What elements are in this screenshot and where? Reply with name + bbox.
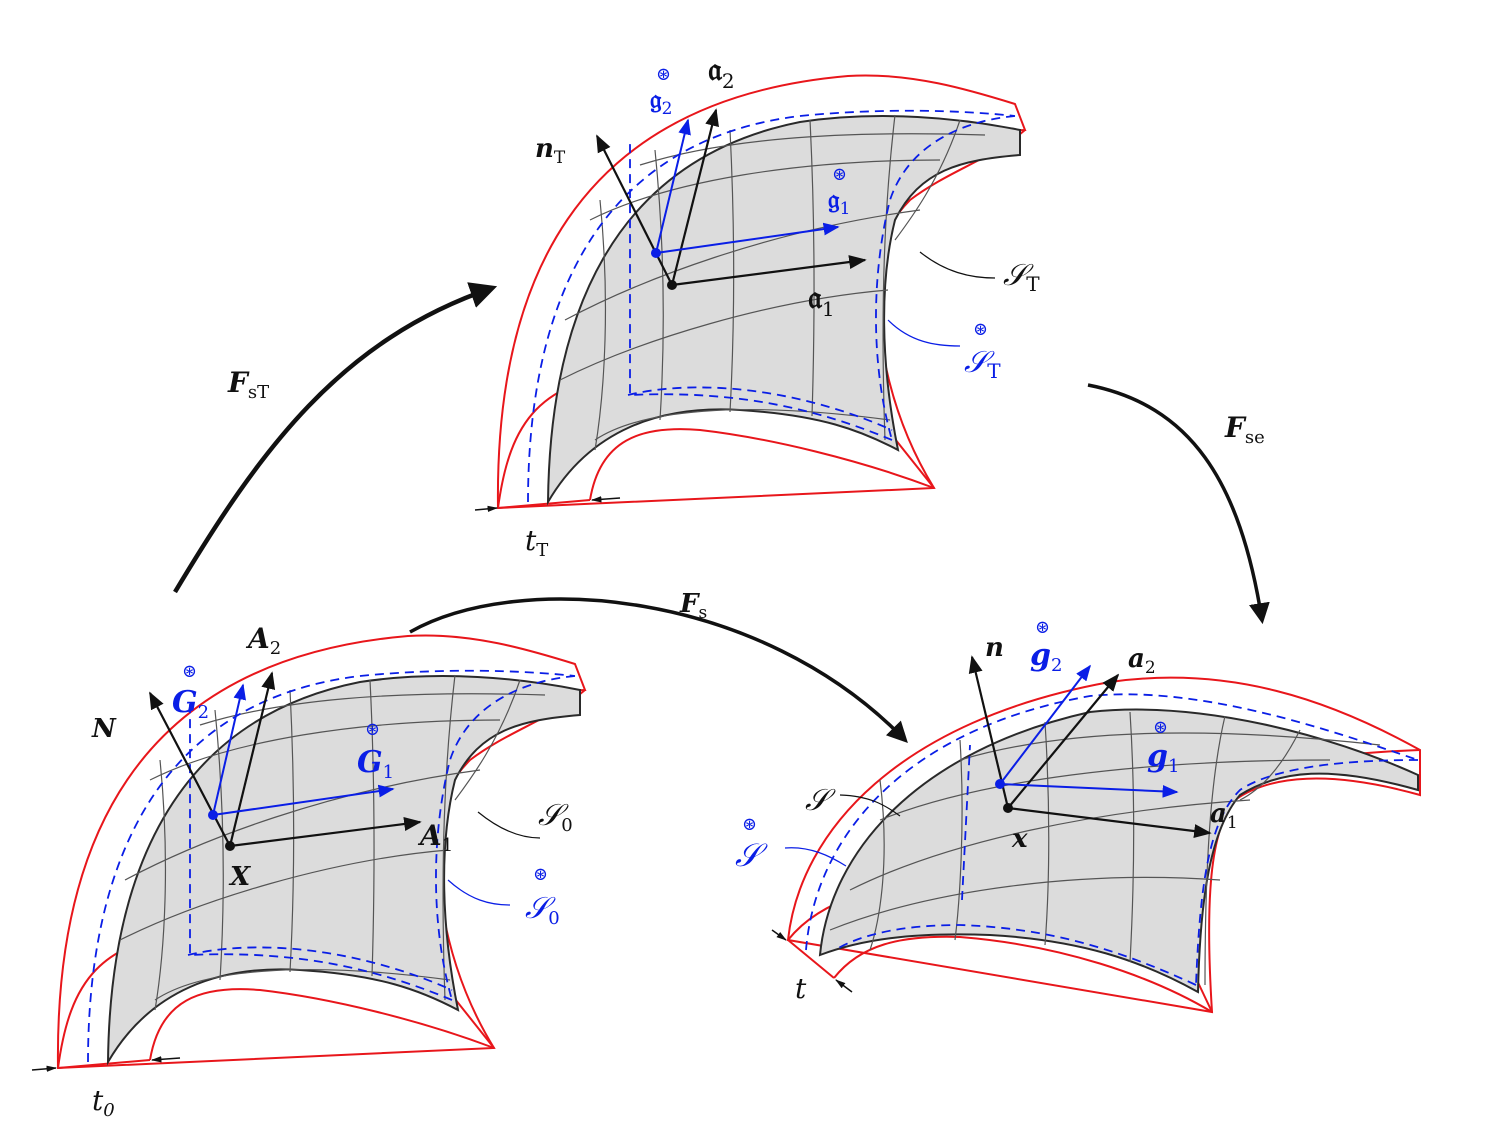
g1-frak-vector xyxy=(655,222,840,254)
g1-vector xyxy=(999,783,1179,798)
current-shell xyxy=(771,655,1421,1014)
t-label: t xyxy=(795,972,807,1005)
g2-vector xyxy=(999,664,1091,785)
current-grid xyxy=(829,711,1381,986)
nT-vector xyxy=(596,134,673,286)
intermediate-blue-point xyxy=(651,248,661,258)
STstar-leader xyxy=(887,319,961,347)
S0star-star: ⊛ xyxy=(533,864,548,885)
x-label: x xyxy=(1011,824,1028,854)
a2-frak-vector xyxy=(670,108,719,286)
N-label: N xyxy=(91,714,117,744)
x-point xyxy=(1003,803,1013,813)
S-label: 𝒮 xyxy=(805,783,836,818)
tT-arrow-right xyxy=(590,496,621,503)
intermediate-shell-geometry xyxy=(496,74,1027,509)
current-mid-surface xyxy=(818,708,1419,994)
reference-shell xyxy=(31,634,587,1072)
a2-frak-label: 𝔞2 xyxy=(708,50,735,93)
G1-vector xyxy=(212,784,395,816)
g1-frak-star: ⊛ xyxy=(832,164,847,185)
ST-label: 𝒮T xyxy=(1003,258,1040,296)
a1-frak-label: 𝔞1 xyxy=(808,278,835,321)
A2-vector xyxy=(228,671,276,847)
tT-label: tT xyxy=(525,524,548,561)
g1-star: ⊛ xyxy=(1153,717,1168,738)
g2-star: ⊛ xyxy=(1035,617,1050,638)
t0-arrow-left xyxy=(31,1065,58,1072)
Sstar-label: 𝒮 xyxy=(735,836,768,874)
X-label: X xyxy=(228,862,252,892)
G2-star: ⊛ xyxy=(182,661,197,682)
STstar-label: 𝒮T xyxy=(964,345,1001,383)
n-label: n xyxy=(985,633,1004,663)
Fs-arrow xyxy=(409,597,908,744)
intermediate-point xyxy=(667,280,677,290)
S0-leader xyxy=(477,811,541,839)
g2-frak-star: ⊛ xyxy=(656,64,671,85)
A1-vector xyxy=(229,817,422,848)
g2-label: g2 xyxy=(1030,638,1062,676)
Fs-label: Fs xyxy=(679,589,707,623)
t0-label: t0 xyxy=(92,1084,115,1121)
G1-star: ⊛ xyxy=(365,719,380,740)
g1-label: g1 xyxy=(1147,739,1179,777)
a1-vector xyxy=(1007,806,1212,839)
N-vector xyxy=(149,691,231,847)
Sstar-star: ⊛ xyxy=(742,814,757,835)
G1-label: G1 xyxy=(357,745,394,783)
tT-arrow-left xyxy=(474,505,499,512)
Fse-arrow xyxy=(1087,383,1270,625)
current-dashed-surface xyxy=(805,693,1419,986)
g2-frak-label: 𝔤2 xyxy=(650,85,672,119)
G2-label: G2 xyxy=(172,685,209,723)
nT-label: nT xyxy=(535,134,566,168)
t-arrow-left xyxy=(771,929,787,941)
a1-label: a1 xyxy=(1210,799,1238,833)
FsT-label: FsT xyxy=(227,366,269,403)
S-leader xyxy=(839,794,901,817)
Fse-label: Fse xyxy=(1224,411,1265,448)
a1-frak-vector xyxy=(671,255,867,287)
G2-vector xyxy=(212,683,246,816)
G-origin-point xyxy=(208,810,218,820)
t0-arrow-right xyxy=(150,1056,181,1063)
S0star-label: 𝒮0 xyxy=(525,891,560,929)
STstar-star: ⊛ xyxy=(973,319,988,340)
current-blue-point xyxy=(995,779,1005,789)
Sstar-leader xyxy=(784,847,847,867)
A2-label: A2 xyxy=(245,622,281,659)
S0star-leader xyxy=(447,879,511,906)
a2-label: a2 xyxy=(1128,644,1156,678)
reference-shell-geometry xyxy=(56,634,587,1069)
S0-label: 𝒮0 xyxy=(538,798,573,836)
X-point xyxy=(225,841,235,851)
g2-frak-vector xyxy=(655,118,691,254)
ST-leader xyxy=(919,251,996,279)
g1-frak-label: 𝔤1 xyxy=(828,185,850,219)
intermediate-shell xyxy=(474,74,1027,512)
t-arrow-right xyxy=(835,979,853,993)
FsT-arrow xyxy=(173,282,498,594)
A1-label: A1 xyxy=(417,819,453,856)
